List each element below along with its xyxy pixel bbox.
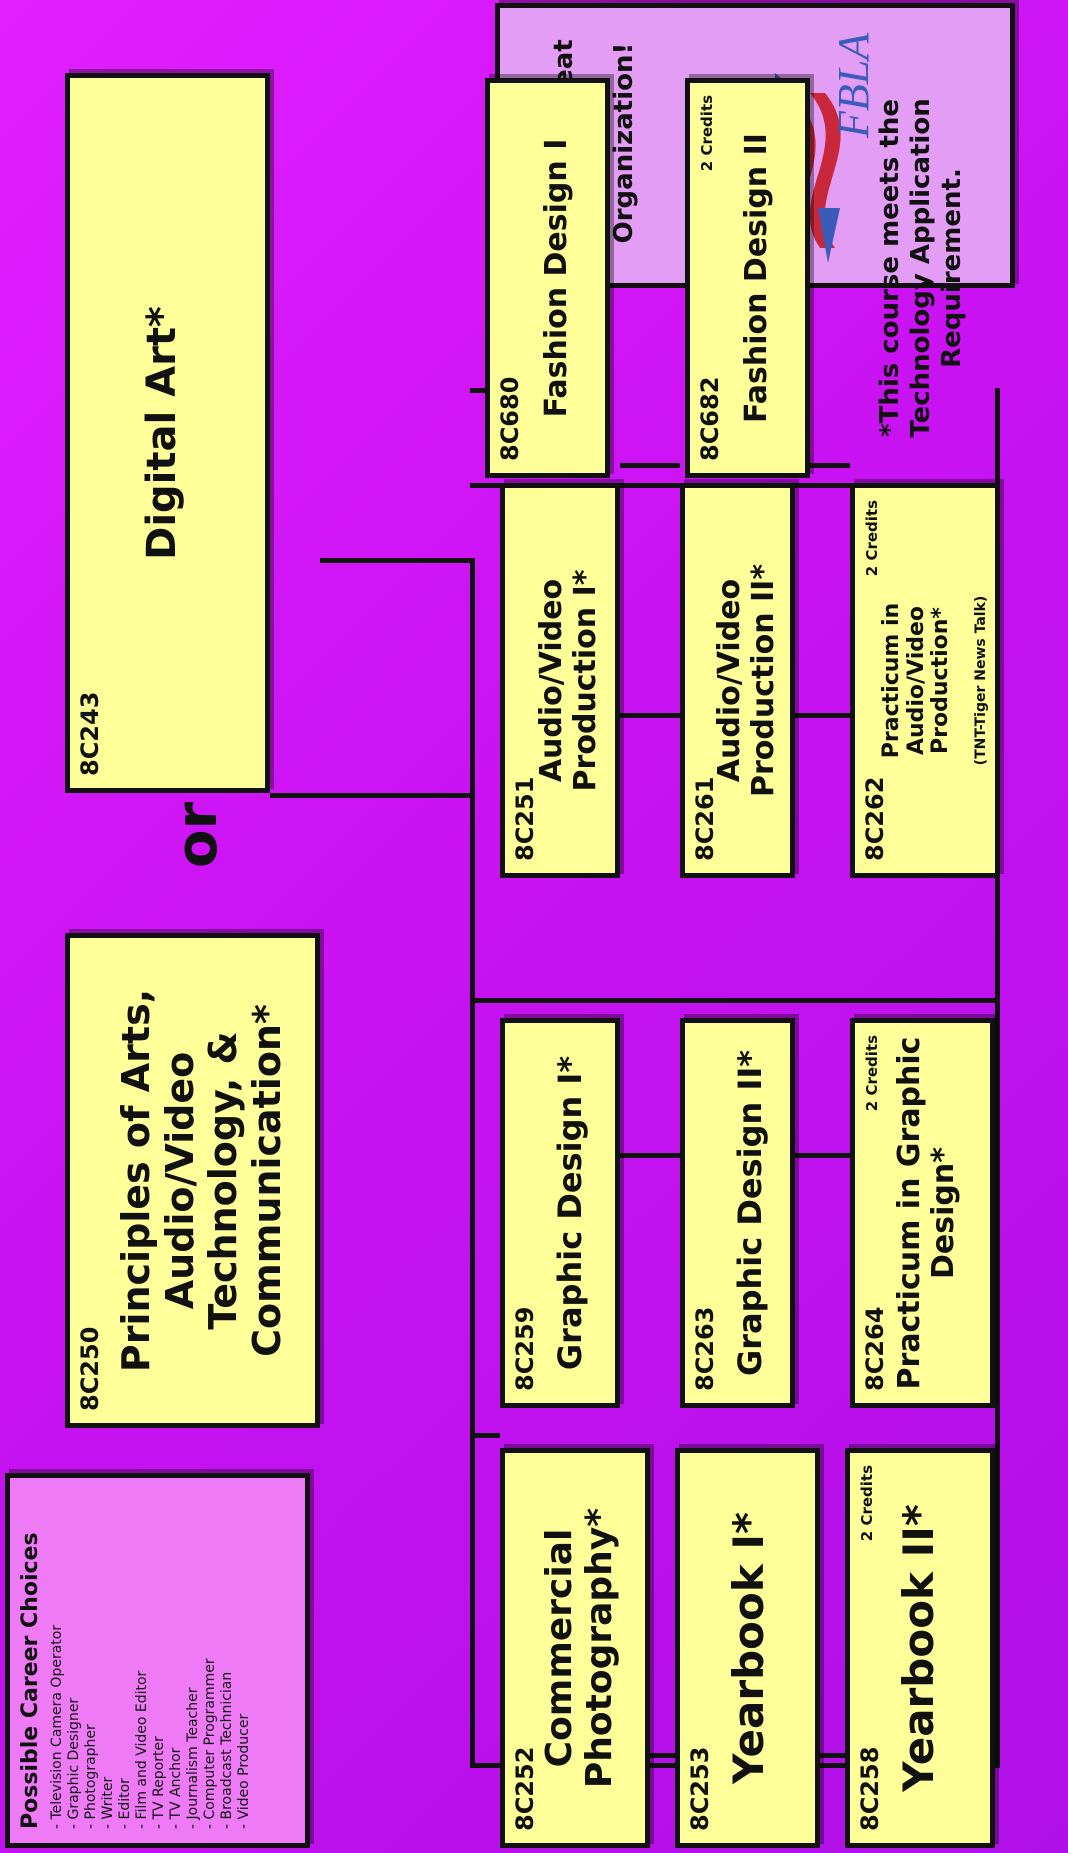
career-item: - TV Anchor — [168, 1747, 184, 1829]
course-title: Graphic Design I* — [551, 1055, 589, 1371]
course-code: 8C259 — [511, 1306, 539, 1391]
career-item: - TV Reporter — [151, 1736, 167, 1829]
connector-line — [620, 1153, 680, 1158]
course-title: Fashion Design II — [739, 133, 774, 423]
career-item: - Television Camera Operator — [49, 1624, 65, 1829]
career-choices-panel: Possible Career Choices - Television Cam… — [5, 1473, 310, 1848]
connector-line — [470, 1428, 475, 1768]
career-item: - Video Producer — [236, 1713, 252, 1829]
course-title: Principles of Arts, Audio/Video Technolo… — [114, 988, 290, 1373]
course-title: Commercial Photography* — [539, 1507, 621, 1789]
course-box-yearbook-2[interactable]: 8C258 2 Credits Yearbook II* — [845, 1448, 995, 1848]
course-title: Practicum in Graphic Design* — [892, 1036, 961, 1390]
connector-line — [790, 1153, 850, 1158]
connector-line — [620, 463, 680, 468]
connector-line — [270, 793, 475, 798]
course-title: Yearbook I* — [724, 1512, 773, 1785]
course-box-commercial-photography[interactable]: 8C252 Commercial Photography* — [500, 1448, 650, 1848]
credits-label: 2 Credits — [863, 500, 881, 577]
connector-line — [470, 998, 1000, 1003]
course-code: 8C263 — [691, 1306, 719, 1391]
course-title: Graphic Design II* — [731, 1049, 769, 1377]
fbla-red-stripe — [809, 93, 841, 248]
course-box-practicum-graphic[interactable]: 8C264 2 Credits Practicum in Graphic Des… — [850, 1018, 995, 1408]
course-box-fashion-2[interactable]: 8C682 2 Credits Fashion Design II — [685, 78, 810, 478]
career-item: - Writer — [100, 1776, 116, 1829]
course-box-graphic-design-2[interactable]: 8C263 Graphic Design II* — [680, 1018, 795, 1408]
connector-line — [470, 1433, 500, 1438]
course-code: 8C252 — [511, 1746, 539, 1831]
career-item: - Film and Video Editor — [134, 1670, 150, 1829]
course-subtitle: (TNT-Tiger News Talk) — [973, 595, 989, 766]
fbla-logo-text: FBLA — [829, 32, 878, 139]
connector-line — [620, 713, 680, 718]
course-box-digital-art[interactable]: 8C243 Digital Art* — [65, 73, 270, 793]
credits-label: 2 Credits — [698, 95, 716, 172]
connector-line — [320, 558, 475, 563]
technology-footnote: *This course meets the Technology Applic… — [875, 98, 968, 438]
course-code: 8C243 — [76, 691, 104, 776]
career-item: - Graphic Designer — [66, 1697, 82, 1829]
course-code: 8C258 — [856, 1746, 884, 1831]
course-code: 8C682 — [696, 376, 724, 461]
course-title: Fashion Design I — [539, 138, 574, 418]
course-box-av-production-2[interactable]: 8C261 Audio/Video Production II* — [680, 483, 795, 878]
course-box-practicum-av[interactable]: 8C262 2 Credits Practicum in Audio/Video… — [850, 483, 1000, 878]
connector-line — [790, 713, 850, 718]
career-item: - Photographer — [83, 1724, 99, 1829]
course-box-fashion-1[interactable]: 8C680 Fashion Design I — [485, 78, 610, 478]
course-code: 8C250 — [76, 1326, 104, 1411]
career-item: - Journalism Teacher — [185, 1687, 201, 1830]
career-item: - Broadcast Technician — [219, 1671, 235, 1829]
course-code: 8C253 — [686, 1746, 714, 1831]
course-title: Yearbook II* — [894, 1504, 943, 1792]
credits-label: 2 Credits — [858, 1465, 876, 1542]
career-item: - Editor — [117, 1778, 133, 1829]
course-box-av-production-1[interactable]: 8C251 Audio/Video Production I* — [500, 483, 620, 878]
course-box-principles[interactable]: 8C250 Principles of Arts, Audio/Video Te… — [65, 933, 320, 1428]
or-label: or — [165, 801, 230, 868]
course-title: Practicum in Audio/Video Production* — [879, 602, 954, 759]
course-title: Audio/Video Production II* — [712, 563, 781, 798]
career-item: - Computer Programmer — [202, 1658, 218, 1829]
course-code: 8C264 — [861, 1306, 889, 1391]
course-title: Audio/Video Production I* — [534, 569, 603, 792]
fbla-blue-triangle — [818, 208, 840, 263]
career-list: - Television Camera Operator - Graphic D… — [49, 1492, 253, 1829]
course-box-yearbook-1[interactable]: 8C253 Yearbook I* — [675, 1448, 820, 1848]
career-choices-title: Possible Career Choices — [18, 1532, 43, 1829]
course-box-graphic-design-1[interactable]: 8C259 Graphic Design I* — [500, 1018, 620, 1408]
credits-label: 2 Credits — [863, 1035, 881, 1112]
course-title: Digital Art* — [139, 306, 185, 560]
course-code: 8C680 — [496, 376, 524, 461]
